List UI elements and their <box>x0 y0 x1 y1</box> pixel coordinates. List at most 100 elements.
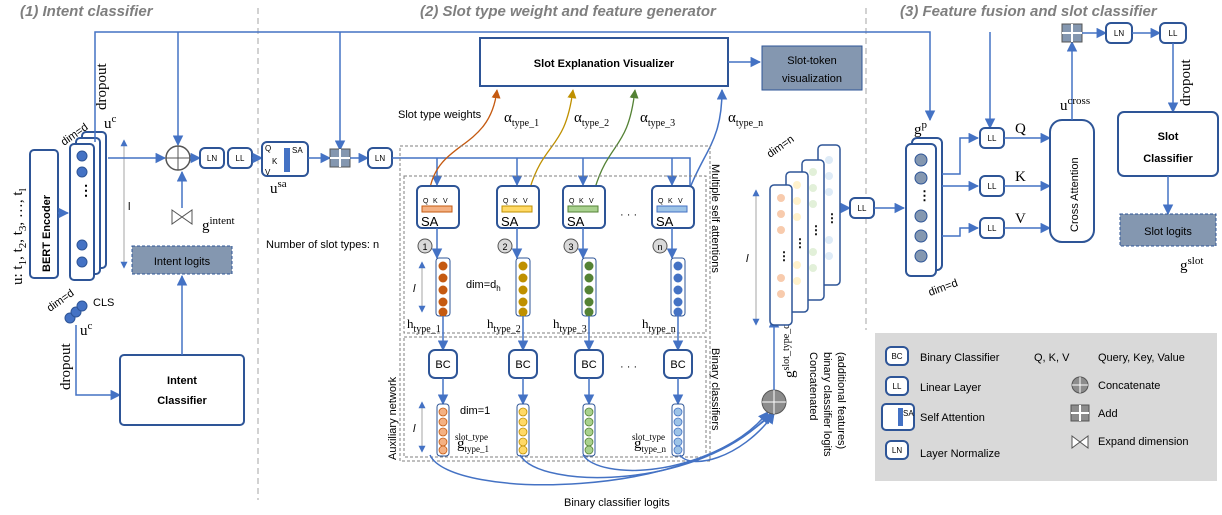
g-node-4-4 <box>673 437 683 447</box>
sa-k-3: K <box>579 198 584 205</box>
g-node-3-3 <box>584 427 594 437</box>
sa-v-4: V <box>678 198 683 205</box>
h-node-4-4 <box>673 297 683 307</box>
gp-stack: ⋮ <box>905 137 943 277</box>
h-node-3-5 <box>584 307 594 317</box>
concat-text-3: (additional features) <box>835 352 847 449</box>
g-node-1-4 <box>438 437 448 447</box>
g-node-2-5 <box>518 445 528 455</box>
sa-bar-2 <box>501 205 533 213</box>
g-node-3-5 <box>584 445 594 455</box>
ln-box-2-label: LN <box>375 154 385 163</box>
ll-k-label: LL <box>988 182 997 191</box>
sa-q-small: Q <box>265 144 271 153</box>
slot-logits-label: Slot logits <box>1144 226 1192 238</box>
multi-sa-label: Multiple self attentions <box>709 164 721 273</box>
alpha-type-3: αtype_3 <box>640 110 675 129</box>
h-label-2: htype_2 <box>487 316 521 335</box>
h-node-2-1 <box>518 261 528 271</box>
section-title-2: (2) Slot type weight and feature generat… <box>420 3 717 20</box>
bert-encoder-label: BERT Encoder <box>41 194 53 272</box>
concat-node-3-5 <box>809 264 817 272</box>
sa-label-4: SA <box>656 214 674 229</box>
bc-label-2: BC <box>515 359 530 371</box>
sa-q-1: Q <box>423 198 429 205</box>
uc-nodes: ⋮ <box>76 150 93 268</box>
sa-bar-1 <box>421 205 453 213</box>
concat-node-4-1 <box>825 156 833 164</box>
h-node-4-5 <box>673 307 683 317</box>
intent-classifier-line1: Intent <box>167 375 197 387</box>
slot-type-weights-label: Slot type weights <box>398 109 482 121</box>
visualizer-label: Slot Explanation Visualizer <box>534 58 675 70</box>
weight-curve-n <box>689 88 728 189</box>
uc-cls-label: uc <box>80 320 93 339</box>
concat-node-1-3 <box>777 226 785 234</box>
h-label-3: htype_3 <box>553 316 587 335</box>
svg-text:⋮: ⋮ <box>79 182 93 198</box>
legend-panel <box>875 333 1217 481</box>
h-node-3-1 <box>584 261 594 271</box>
slot-classifier-box <box>1117 111 1219 177</box>
dim-n-label: dim=n <box>765 133 797 160</box>
concat-node-1-4 <box>777 274 785 282</box>
legend-concat-text: Concatenate <box>1098 380 1160 392</box>
cls-nodes <box>64 300 88 324</box>
circled-number-3 <box>563 238 579 254</box>
h-node-3-4 <box>584 297 594 307</box>
sa-k-4: K <box>668 198 673 205</box>
h-node-1-4 <box>438 297 448 307</box>
ln-box-1-label: LN <box>207 154 217 163</box>
circled-number-4 <box>652 238 668 254</box>
slot-classifier-line2: Classifier <box>1143 153 1193 165</box>
concat-dots-3: ⋮ <box>810 223 822 237</box>
dropout-top: dropout <box>94 63 110 110</box>
sa-k-1: K <box>433 198 438 205</box>
h-node-2-3 <box>518 285 528 295</box>
bert-encoder-box <box>29 149 59 279</box>
legend-bc-text: Binary Classifier <box>920 352 1000 364</box>
ln-box-top-label: LN <box>1114 29 1124 38</box>
l-label: l <box>128 201 130 213</box>
section-title-1: (1) Intent classifier <box>20 3 154 20</box>
sa-q-2: Q <box>503 198 509 205</box>
sa-q-3: Q <box>569 198 575 205</box>
slot-token-viz-line2: visualization <box>782 73 842 85</box>
g-node-3-1 <box>584 407 594 417</box>
circled-number-label-1: 1 <box>422 242 427 252</box>
sa-v-small: V <box>265 168 271 177</box>
aux-network-label: Auxiliary network <box>387 376 399 460</box>
sa-v-1: V <box>443 198 448 205</box>
slot-classifier-line1: Slot <box>1158 131 1179 143</box>
circled-number-label-4: n <box>657 242 662 252</box>
h-node-4-1 <box>673 261 683 271</box>
bc-logits-label: Binary classifier logits <box>564 497 670 509</box>
h-node-1-1 <box>438 261 448 271</box>
alpha-type-n: αtype_n <box>728 110 763 129</box>
intent-classifier-line2: Classifier <box>157 395 207 407</box>
concat-node-3-3 <box>809 200 817 208</box>
sa-bar-4 <box>656 205 688 213</box>
svg-text:LN: LN <box>892 446 902 455</box>
legend-ln-text: Layer Normalize <box>920 448 1000 460</box>
h-node-4-3 <box>673 285 683 295</box>
svg-text:SA: SA <box>903 409 914 418</box>
concat-node-2-1 <box>793 181 801 189</box>
concat-node-1-1 <box>777 194 785 202</box>
concat-node-4-4 <box>825 236 833 244</box>
sa-v-3: V <box>589 198 594 205</box>
legend-add-text: Add <box>1098 408 1118 420</box>
concat-node-4-2 <box>825 172 833 180</box>
h-node-2-2 <box>518 273 528 283</box>
legend-sa-icon: SA <box>881 403 915 431</box>
l-label-concat: l <box>746 253 749 265</box>
slot-logits-box <box>1119 213 1217 247</box>
alpha-type-1: αtype_1 <box>504 110 539 129</box>
concat-node-3-2 <box>809 184 817 192</box>
legend-qkv-text: Query, Key, Value <box>1098 352 1185 364</box>
h-node-1-3 <box>438 285 448 295</box>
sa-k-small: K <box>272 157 278 166</box>
g-slot-label: gslot <box>1180 255 1203 274</box>
